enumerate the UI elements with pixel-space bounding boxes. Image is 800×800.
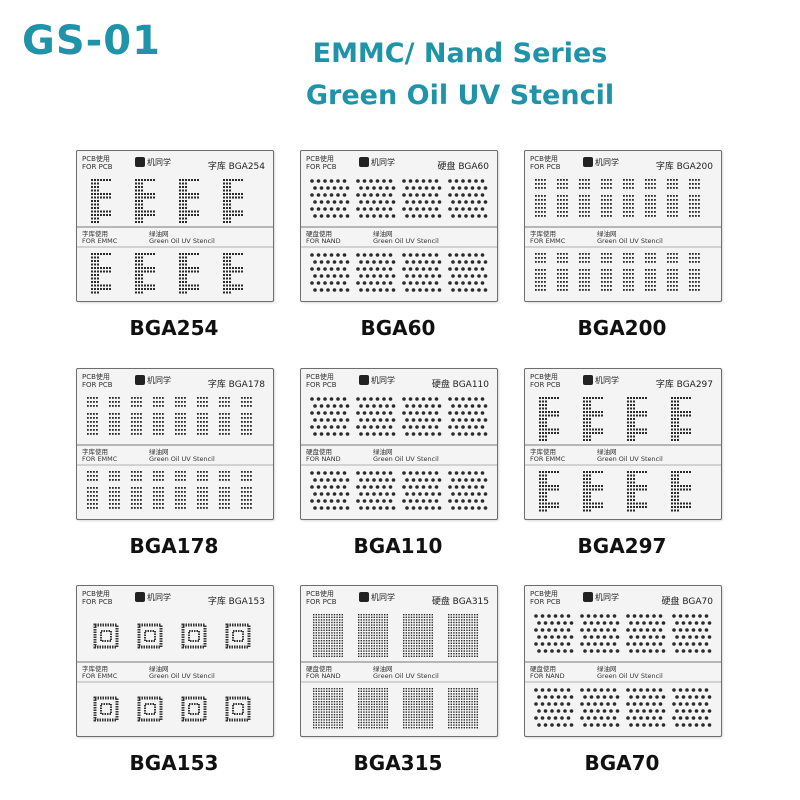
stencil-pattern <box>301 614 497 729</box>
stencil-model-label: BGA178 <box>129 534 219 558</box>
stencil-model-tag: 字库 BGA178 <box>207 380 265 390</box>
stencil-model-label: BGA254 <box>129 316 219 340</box>
stencil-model-tag: 硬盘 BGA110 <box>431 380 489 390</box>
stencil-pattern <box>301 397 497 510</box>
brand-logo-icon <box>135 375 145 385</box>
stencil-model-label: BGA70 <box>584 751 660 775</box>
stencil-pattern <box>77 397 273 509</box>
stencil-model-label: BGA315 <box>353 751 443 775</box>
stencil-model-tag: 字库 BGA297 <box>655 380 713 390</box>
brand-logo-icon <box>359 592 369 602</box>
brand-name: 机同学 <box>371 158 395 167</box>
series-title: EMMC/ Nand Series <box>312 38 608 69</box>
stencil-model-tag: 字库 BGA153 <box>207 597 265 607</box>
brand-name: 机同学 <box>147 376 171 385</box>
stencil-model-label: BGA200 <box>577 316 667 340</box>
stencil-model-tag: 硬盘 BGA70 <box>661 597 713 607</box>
stencil-pattern <box>77 623 273 722</box>
brand-logo-icon <box>583 375 593 385</box>
brand-name: 机同学 <box>147 158 171 167</box>
stencil-pattern <box>525 179 721 291</box>
stencil-pattern <box>525 397 721 512</box>
product-code: GS-01 <box>22 18 161 64</box>
brand-name: 机同学 <box>147 593 171 602</box>
brand-name: 机同学 <box>595 376 619 385</box>
stencil-model-tag: 硬盘 BGA315 <box>431 597 489 607</box>
stencil-model-tag: 字库 BGA254 <box>207 162 265 172</box>
stencil-model-label: BGA297 <box>577 534 667 558</box>
stencil-model-label: BGA153 <box>129 751 219 775</box>
brand-logo-icon <box>135 592 145 602</box>
series-subtitle: Green Oil UV Stencil <box>305 80 615 111</box>
stencil-model-tag: 硬盘 BGA60 <box>437 162 489 172</box>
stencil-model-label: BGA60 <box>360 316 436 340</box>
stencil-pattern <box>525 614 721 727</box>
brand-logo-icon <box>583 157 593 167</box>
stencil-pattern <box>77 179 273 294</box>
brand-logo-icon <box>583 592 593 602</box>
stencil-model-label: BGA110 <box>353 534 443 558</box>
brand-logo-icon <box>359 157 369 167</box>
stencil-pattern <box>301 179 497 292</box>
brand-name: 机同学 <box>371 376 395 385</box>
brand-name: 机同学 <box>595 158 619 167</box>
brand-logo-icon <box>359 375 369 385</box>
stencil-model-tag: 字库 BGA200 <box>655 162 713 172</box>
brand-name: 机同学 <box>595 593 619 602</box>
brand-name: 机同学 <box>371 593 395 602</box>
brand-logo-icon <box>135 157 145 167</box>
